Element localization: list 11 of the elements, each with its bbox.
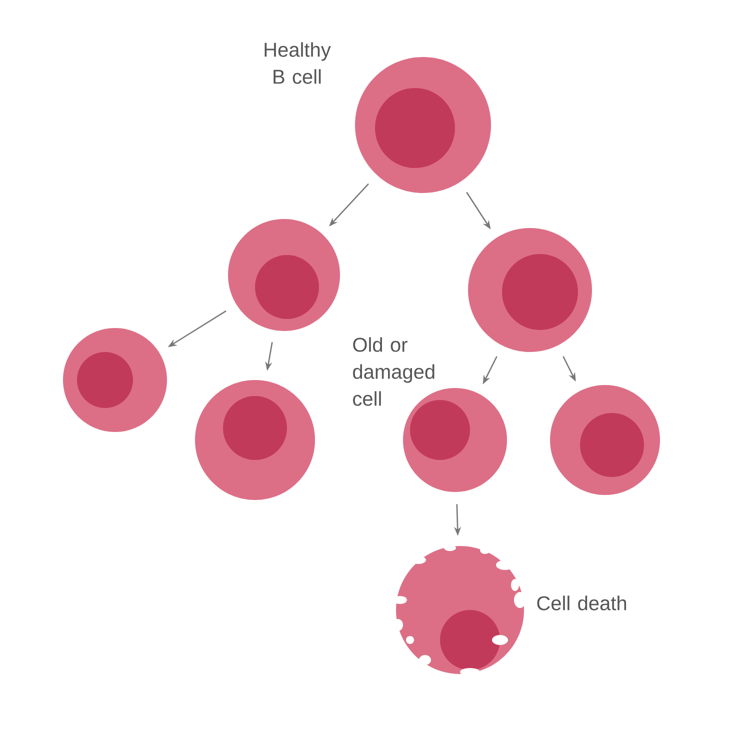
cell-label: Healthy B cell (264, 42, 331, 84)
cell-drawing (550, 385, 660, 495)
cell-drawing (355, 57, 491, 193)
cell-drawing (63, 328, 167, 432)
cell-drawing (228, 219, 340, 331)
dying-cell-drawing (393, 545, 526, 676)
cell-drawing (403, 388, 507, 492)
cell-label: Old or damaged cell (353, 337, 434, 406)
cell-label: Cell death (537, 596, 626, 610)
cell-drawing (195, 380, 315, 500)
cell-drawing (468, 228, 592, 352)
